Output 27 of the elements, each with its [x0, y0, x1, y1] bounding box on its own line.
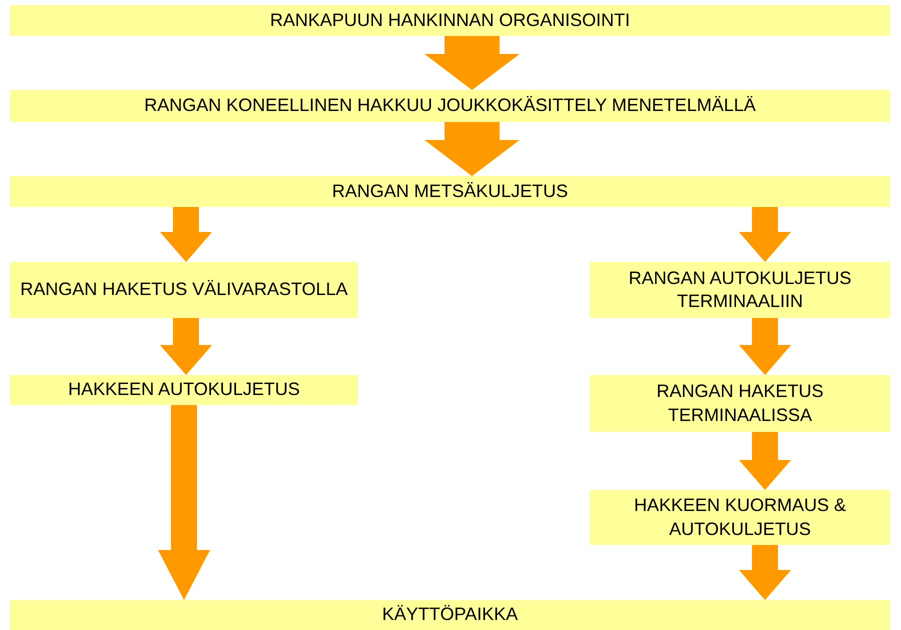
- box-label: RANKAPUUN HANKINNAN ORGANISOINTI: [270, 8, 630, 32]
- block-arrow: [158, 405, 210, 600]
- box-label: RANGAN METSÄKULJETUS: [332, 180, 568, 203]
- box-label: RANGAN KONEELLINEN HAKKUU JOUKKOKÄSITTELY MENETELMÄLLÄ: [144, 94, 756, 118]
- box-label: KÄYTTÖPAIKKA: [382, 603, 518, 626]
- block-arrow: [739, 318, 791, 375]
- box-label: RANGAN HAKETUS TERMINAALISSA: [655, 380, 825, 426]
- block-arrow: [739, 545, 791, 600]
- box-label: HAKKEEN AUTOKULJETUS: [68, 378, 300, 402]
- block-arrow: [160, 207, 212, 262]
- block-arrow: [739, 432, 791, 490]
- block-arrow: [424, 36, 520, 90]
- block-arrow: [160, 318, 212, 375]
- block-arrow: [739, 207, 791, 262]
- process-box: [10, 375, 358, 405]
- process-box: [10, 5, 890, 36]
- process-box: [590, 262, 890, 318]
- process-box: [590, 490, 890, 545]
- box-label: RANGAN HAKETUS VÄLIVARASTOLLA: [20, 278, 348, 302]
- process-box: [10, 90, 890, 122]
- process-box: [10, 262, 358, 318]
- box-label: RANGAN AUTOKULJETUS TERMINAALIIN: [628, 266, 852, 313]
- block-arrow: [424, 122, 520, 176]
- process-box: [590, 375, 890, 432]
- box-label: HAKKEEN KUORMAUS & AUTOKULJETUS: [632, 494, 848, 540]
- process-box: [10, 176, 890, 207]
- process-box: [10, 600, 890, 630]
